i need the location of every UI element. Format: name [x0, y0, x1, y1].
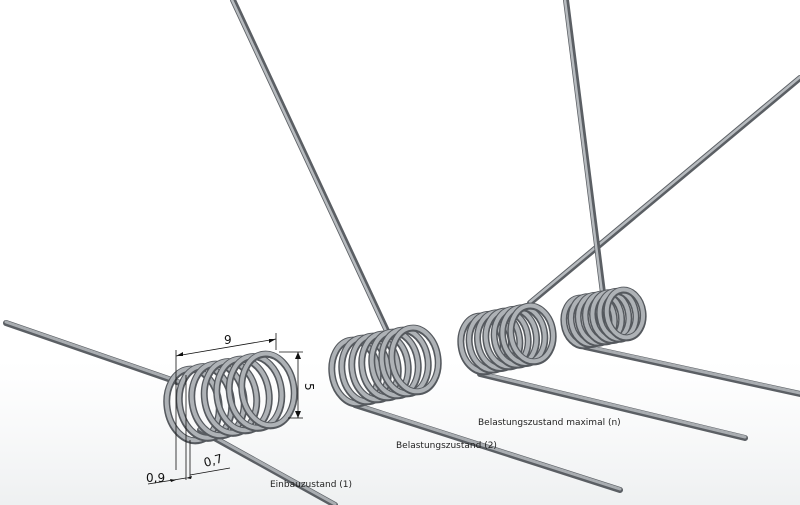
wire-dimension-b-label: 0,7 [202, 451, 224, 469]
label-einbauzustand: Einbauzustand (1) [270, 480, 352, 490]
spring-einbauzustand [3, 320, 338, 505]
spring-belastungszustand-maximal [457, 75, 800, 441]
coil-highlight [604, 287, 646, 340]
dimension-annotations: 9 5 0,9 0,7 [146, 333, 316, 485]
wire-dimension-a-label: 0,9 [146, 471, 165, 485]
height-dimension-label: 5 [302, 383, 316, 391]
coil-highlight [389, 325, 441, 394]
spring-belastungszustand [230, 0, 623, 493]
coil-highlight [239, 351, 297, 428]
label-belastungszustand: Belastungszustand (2) [396, 441, 497, 451]
coil-highlight [202, 359, 259, 435]
coil-highlight [227, 354, 284, 430]
coil-highlight [214, 356, 272, 433]
length-dimension-label: 9 [224, 333, 232, 347]
coil-highlight [508, 303, 556, 364]
label-belastungszustand-maximal: Belastungszustand maximal (n) [478, 418, 621, 428]
spring-far [560, 0, 800, 397]
